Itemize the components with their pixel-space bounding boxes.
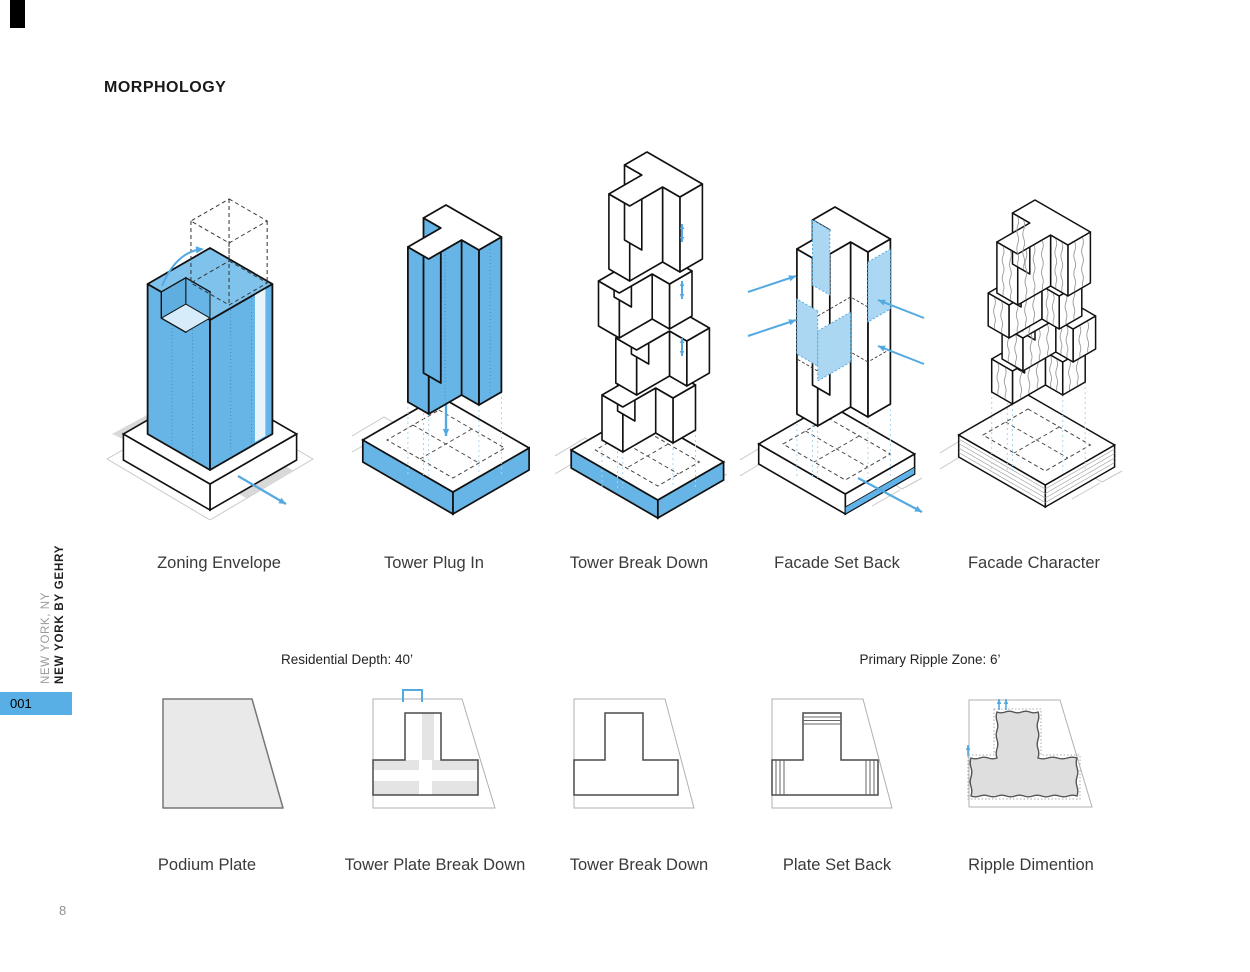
label-ripple-dimention: Ripple Dimention bbox=[968, 856, 1094, 874]
diagram-facade-character bbox=[940, 199, 1123, 509]
diagram-facade-set-back bbox=[740, 206, 925, 516]
sheet-number-badge: 001 bbox=[0, 692, 72, 715]
corner-mark bbox=[10, 0, 25, 28]
label-plate-set-back: Plate Set Back bbox=[782, 856, 892, 874]
plan-tower-plate-break-down bbox=[372, 689, 496, 809]
page-title: MORPHOLOGY bbox=[104, 79, 227, 96]
plan-tower-break-down bbox=[573, 698, 695, 809]
label-tower-break-down: Tower Break Down bbox=[569, 554, 709, 572]
label-podium-plate: Podium Plate bbox=[157, 856, 257, 874]
label-facade-character: Facade Character bbox=[967, 554, 1101, 572]
label-zoning-envelope: Zoning Envelope bbox=[157, 554, 281, 572]
annotation-residential-depth: Residential Depth: 40’ bbox=[280, 652, 414, 667]
plan-podium-plate bbox=[162, 698, 284, 809]
annotation-primary-ripple-zone: Primary Ripple Zone: 6’ bbox=[859, 652, 1001, 667]
diagram-tower-plug-in bbox=[351, 204, 530, 516]
sidebar-rotated-text: NEW YORK, NY NEW YORK BY GEHRY bbox=[40, 545, 68, 684]
label-tower-plate-break-down: Tower Plate Break Down bbox=[344, 856, 526, 874]
label-facade-set-back: Facade Set Back bbox=[774, 554, 900, 572]
diagram-zoning-envelope bbox=[106, 198, 314, 520]
page-number: 8 bbox=[59, 903, 67, 918]
label-tower-break-down-plan: Tower Break Down bbox=[569, 856, 709, 874]
project-location: NEW YORK, NY bbox=[40, 592, 52, 684]
diagram-tower-break-down bbox=[555, 151, 728, 520]
plan-plate-set-back bbox=[771, 698, 893, 809]
project-name: NEW YORK BY GEHRY bbox=[54, 544, 66, 684]
label-tower-plug-in: Tower Plug In bbox=[384, 554, 484, 572]
plan-ripple-dimention bbox=[965, 699, 1093, 808]
